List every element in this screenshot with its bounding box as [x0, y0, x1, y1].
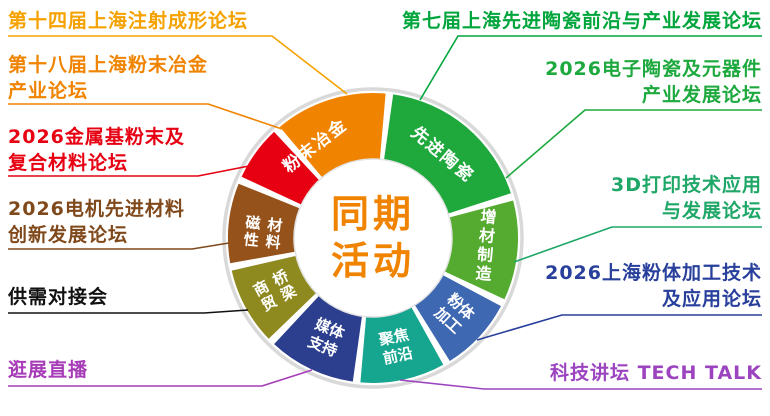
center-title-line1: 同期 — [330, 192, 416, 236]
forum-label-text: 与发展论坛 — [661, 200, 762, 222]
connector-injection-molding-forum — [8, 35, 348, 95]
segment-injection-red — [241, 131, 320, 205]
connector-advanced-ceramics-forum — [419, 35, 762, 101]
center-title: 同期 活动 — [331, 191, 415, 285]
forum-label-text: 3D打印技术应用 — [611, 174, 762, 196]
connector-supply-demand-meeting — [8, 309, 249, 314]
outer-gray-ring — [222, 87, 524, 389]
forum-label-text: 2026电子陶瓷及元器件 — [545, 58, 762, 80]
segment-trade-bridge — [231, 255, 317, 339]
forum-label-tech-talk: 科技讲坛 TECH TALK — [550, 360, 762, 386]
connector-motor-materials-forum — [8, 242, 230, 250]
forum-label-text: 2026上海粉体加工技术 — [545, 262, 762, 284]
forum-label-text: 2026电机先进材料 — [8, 198, 185, 220]
segment-label-magnetic-materials: 磁性 材料 — [239, 214, 287, 253]
forum-label-text: 逛展直播 — [8, 359, 89, 381]
connector-powder-processing-forum — [476, 314, 762, 341]
segment-media-support — [274, 295, 363, 382]
forum-label-text: 产业论坛 — [8, 80, 89, 102]
forum-label-motor-materials: 2026电机先进材料 创新发展论坛 — [8, 196, 185, 248]
center-title-line2: 活动 — [330, 239, 416, 283]
forum-label-injection-molding: 第十四届上海注射成形论坛 — [8, 8, 248, 34]
connector-3d-printing-forum — [513, 226, 762, 263]
segment-additive-manufacturing — [443, 200, 519, 300]
forum-label-live-stream: 逛展直播 — [8, 357, 88, 383]
forum-label-text: 复合材料论坛 — [8, 152, 129, 174]
segment-label-column: 材料 — [262, 216, 285, 252]
segment-advanced-ceramics — [383, 94, 511, 214]
forum-label-powder-processing: 2026上海粉体加工技术 及应用论坛 — [545, 260, 762, 312]
forum-label-text: 第十四届上海注射成形论坛 — [8, 10, 249, 32]
forum-label-text: 科技讲坛 TECH TALK — [549, 362, 762, 384]
connector-metal-matrix-forum — [8, 165, 250, 177]
center-circle — [293, 158, 453, 318]
forum-label-text: 创新发展论坛 — [8, 224, 129, 246]
forum-label-electronic-ceramics: 2026电子陶瓷及元器件 产业发展论坛 — [545, 56, 762, 108]
segment-label-column: 磁性 — [240, 213, 263, 250]
forum-label-text: 第十八届上海粉末冶金 — [8, 54, 209, 76]
connector-tech-talk — [399, 379, 762, 390]
segment-frontier-focus — [360, 306, 444, 383]
connector-electronic-ceramics-forum — [505, 109, 762, 179]
connector-powder-metallurgy-forum — [8, 103, 283, 130]
segment-powder-processing — [414, 274, 501, 361]
forum-label-text: 供需对接会 — [8, 286, 109, 308]
forum-label-metal-matrix: 2026金属基粉末及 复合材料论坛 — [8, 124, 185, 176]
forum-label-text: 产业发展论坛 — [641, 84, 762, 106]
forum-label-text: 第七届上海先进陶瓷前沿与产业发展论坛 — [401, 10, 762, 32]
forum-label-text: 及应用论坛 — [661, 288, 762, 310]
segment-magnetic-materials — [228, 183, 301, 264]
forum-label-text: 2026金属基粉末及 — [8, 126, 185, 148]
forum-label-advanced-ceramics: 第七届上海先进陶瓷前沿与产业发展论坛 — [402, 8, 762, 34]
segment-powder-metallurgy — [279, 93, 386, 179]
forum-label-3d-printing: 3D打印技术应用 与发展论坛 — [611, 172, 762, 224]
connector-live-stream — [8, 369, 313, 387]
forum-label-powder-metallurgy: 第十八届上海粉末冶金 产业论坛 — [8, 52, 208, 104]
forum-label-supply-demand: 供需对接会 — [8, 284, 108, 310]
